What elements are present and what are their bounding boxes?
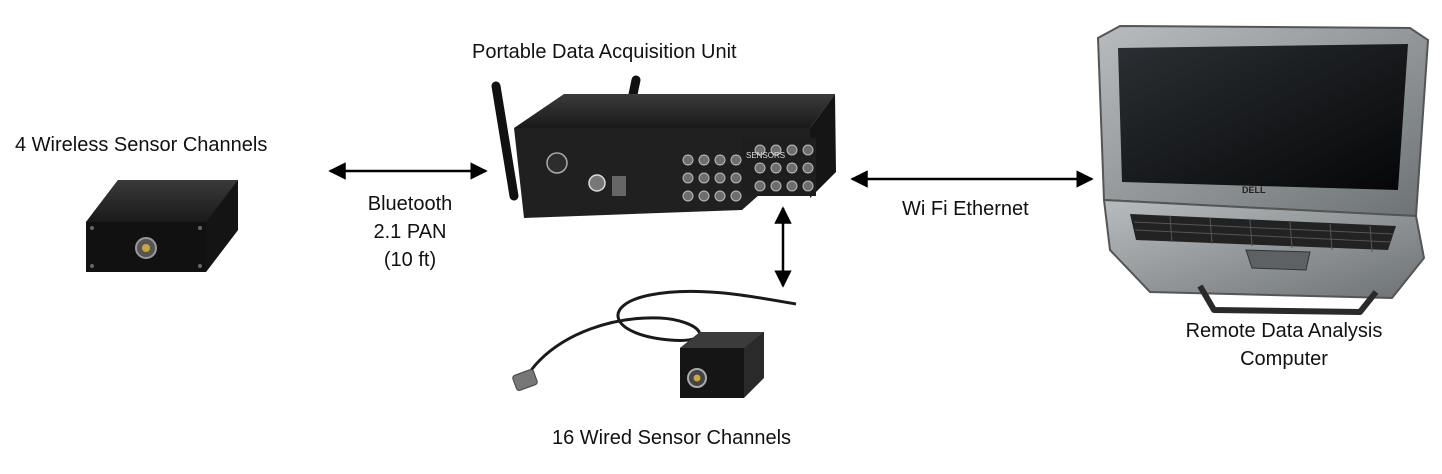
laptop-brand-text: DELL: [1242, 185, 1266, 195]
daq-panel-text: SENSORS: [746, 151, 785, 160]
wireless-sensor-box-icon: [86, 180, 238, 272]
computer-label-line-1: Remote Data Analysis: [1185, 320, 1383, 342]
rugged-laptop-icon: DELL: [1096, 24, 1430, 315]
computer-label-line-2: Computer: [1240, 348, 1328, 370]
computer-node-label: Remote Data Analysis Computer: [1150, 317, 1418, 373]
data-acquisition-unit-icon: SENSORS: [491, 75, 836, 218]
wireless-node-label: 4 Wireless Sensor Channels: [15, 134, 268, 156]
bluetooth-link-label: Bluetooth 2.1 PAN (10 ft): [350, 190, 470, 274]
bluetooth-line-2: 2.1 PAN: [373, 221, 447, 243]
bluetooth-line-1: Bluetooth: [367, 193, 453, 215]
wired-node-label: 16 Wired Sensor Channels: [552, 427, 792, 449]
wired-sensor-icon: [512, 289, 797, 398]
daq-node-label: Portable Data Acquisition Unit: [472, 41, 737, 63]
wifi-link-label: Wi Fi Ethernet: [902, 198, 1029, 220]
bluetooth-line-3: (10 ft): [383, 249, 437, 271]
